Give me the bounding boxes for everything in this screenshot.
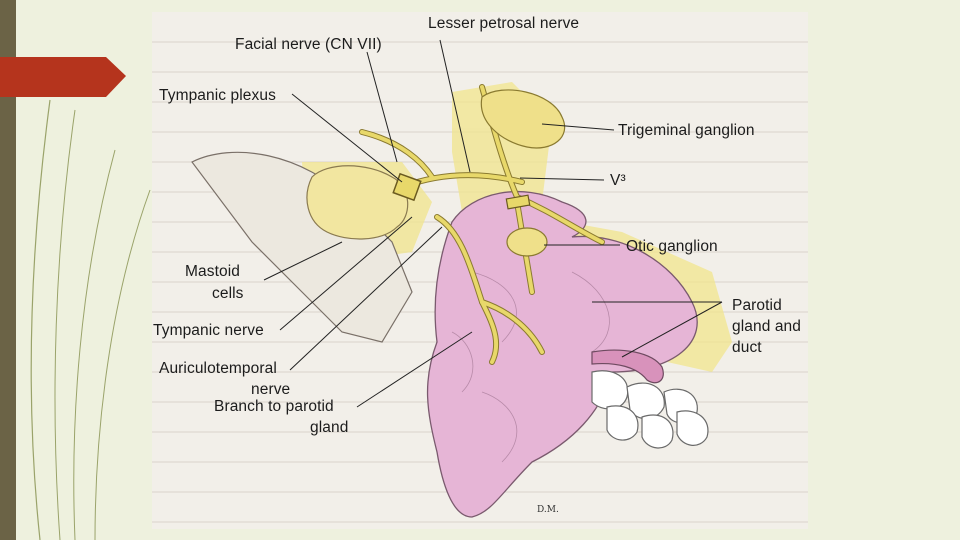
label-lesser-petrosal-nerve: Lesser petrosal nerve bbox=[428, 15, 579, 32]
label-parotid-line2: gland and bbox=[732, 318, 801, 335]
otic-ganglion-shape bbox=[507, 228, 547, 256]
artist-signature: D.M. bbox=[537, 505, 559, 515]
title-arrow-shape bbox=[0, 57, 130, 99]
label-v3: V³ bbox=[610, 172, 626, 189]
label-mastoid-line1: Mastoid bbox=[185, 263, 240, 280]
label-branch-to-parotid-line1: Branch to parotid bbox=[214, 398, 334, 415]
label-mastoid-line2: cells bbox=[212, 285, 244, 302]
mastoid-cells-shape bbox=[307, 166, 408, 239]
label-branch-to-parotid-line2: gland bbox=[310, 419, 348, 436]
label-auriculotemporal-line2: nerve bbox=[251, 381, 290, 398]
label-facial-nerve: Facial nerve (CN VII) bbox=[235, 36, 382, 53]
anatomy-figure: D.M. Facial nerve (CN VII) Lesser petros… bbox=[152, 12, 808, 529]
label-otic-ganglion: Otic ganglion bbox=[626, 238, 718, 255]
label-trigeminal-ganglion: Trigeminal ganglion bbox=[618, 122, 755, 139]
label-auriculotemporal-line1: Auriculotemporal bbox=[159, 360, 277, 377]
label-parotid-line3: duct bbox=[732, 339, 762, 356]
label-parotid-line1: Parotid bbox=[732, 297, 782, 314]
label-tympanic-plexus: Tympanic plexus bbox=[159, 87, 276, 104]
label-tympanic-nerve: Tympanic nerve bbox=[153, 322, 264, 339]
